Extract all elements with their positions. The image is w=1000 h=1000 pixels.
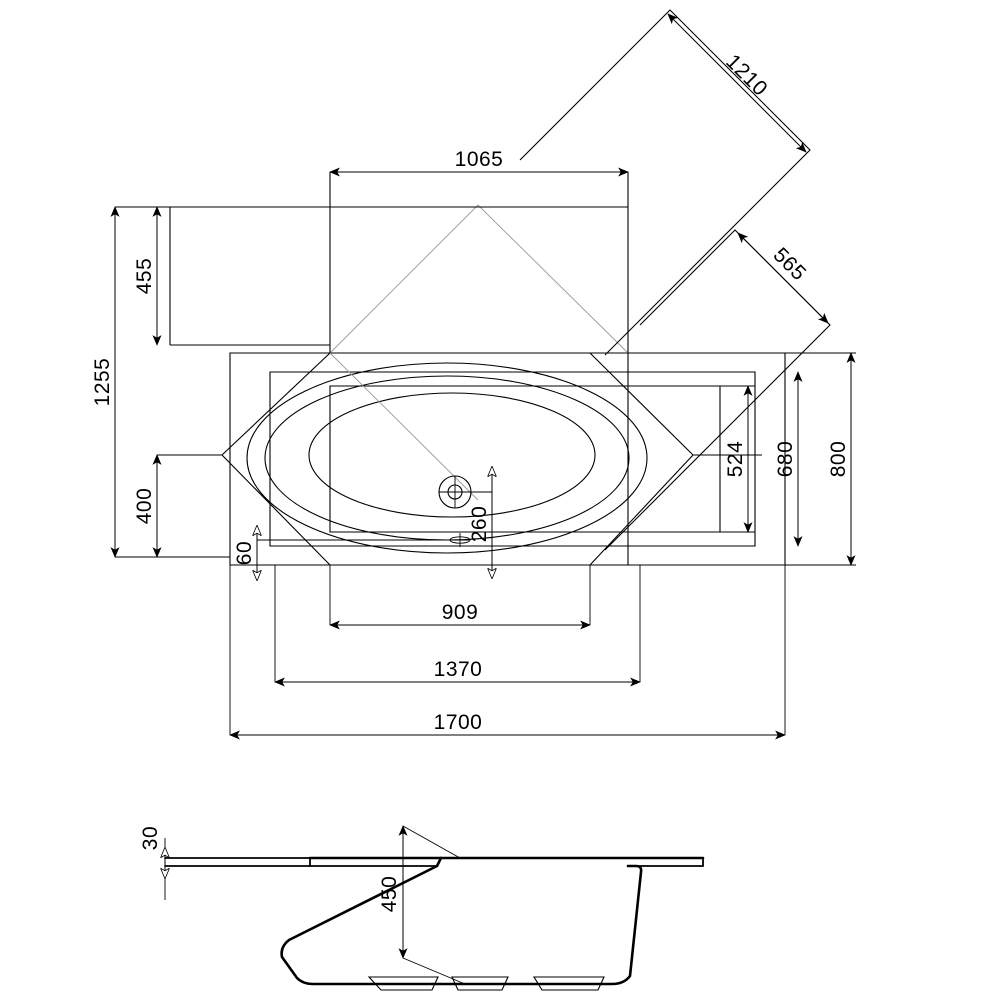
dim-label-400: 400 (133, 488, 156, 525)
tub-bowl-oval-inner (308, 392, 596, 518)
leader-450-top (402, 825, 461, 859)
drain-outlet (438, 475, 492, 509)
section-foot-left (367, 976, 439, 991)
dim-label-1255: 1255 (91, 358, 114, 407)
plan-view-geometry (169, 9, 831, 735)
dim-label-1370: 1370 (434, 658, 483, 681)
section-view-dimensions: 30 450 (139, 825, 408, 959)
dim-label-455: 455 (133, 258, 156, 295)
dim-label-1700: 1700 (434, 711, 483, 734)
construction-diagonal-upper (329, 204, 629, 354)
section-foot-centre (451, 976, 509, 991)
plan-view-dimensions: 1065 1210 565 455 1255 400 524 680 800 2 (91, 13, 856, 740)
dim-label-680: 680 (774, 441, 797, 478)
dim-label-60: 60 (233, 541, 256, 565)
tub-inner-rectangle-1 (269, 371, 756, 547)
dim-label-30: 30 (139, 826, 162, 850)
rotated-square-inner-tail (604, 421, 734, 551)
section-tub-profile (280, 856, 643, 986)
tub-rim-oval-outer (246, 362, 648, 554)
dim-label-450: 450 (378, 876, 401, 913)
dim-line-565 (737, 232, 829, 324)
section-foot-right (533, 976, 605, 991)
construction-diagonal-lower (329, 352, 479, 501)
dim-label-1065: 1065 (455, 148, 504, 171)
dim-label-524: 524 (724, 441, 747, 478)
rotated-square-outer-tail (604, 299, 661, 356)
dim-label-909: 909 (442, 601, 479, 624)
leader-450-bottom (402, 957, 466, 985)
dim-label-800: 800 (827, 441, 850, 478)
dim-label-260: 260 (468, 506, 491, 543)
dim-line-1210 (667, 13, 807, 153)
section-view-geometry (164, 825, 705, 991)
